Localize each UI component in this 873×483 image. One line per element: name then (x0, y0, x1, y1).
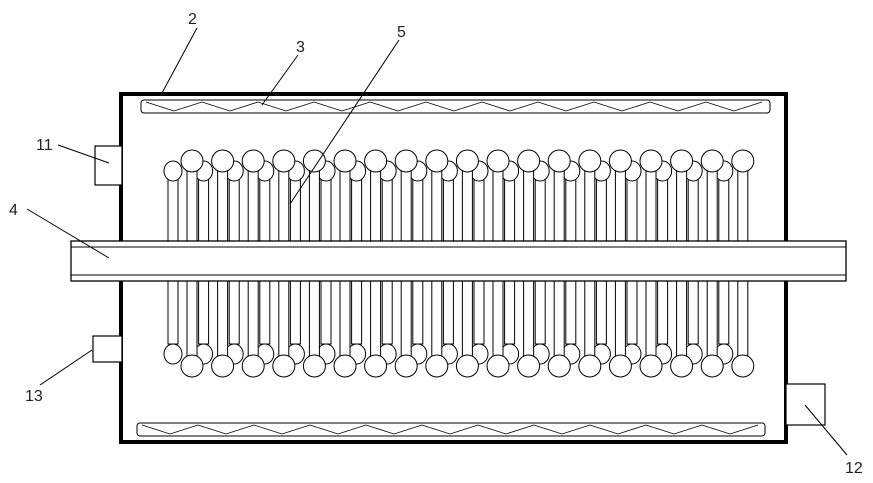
fin-lower-front-6 (333, 278, 357, 378)
fin-upper-front-5 (302, 149, 326, 244)
fin-lower-front-1 (180, 278, 204, 378)
fin-lower-front-10 (455, 278, 479, 378)
label-12: 12 (845, 460, 863, 477)
heater-strip-top (140, 99, 771, 114)
fin-upper-front-17 (670, 149, 694, 244)
fin-upper-front-6 (333, 149, 357, 244)
label-4: 4 (9, 202, 18, 219)
label-3: 3 (296, 39, 305, 56)
fin-lower-front-16 (639, 278, 663, 378)
shaft (70, 240, 847, 282)
label-11: 11 (36, 137, 53, 154)
fin-upper-front-9 (425, 149, 449, 244)
leader-12 (804, 404, 848, 456)
port-lower-left (92, 335, 123, 363)
fin-lower-front-15 (608, 278, 632, 378)
fin-upper-back-1 (163, 160, 183, 254)
label-2: 2 (188, 11, 197, 28)
fin-lower-front-17 (670, 278, 694, 378)
port-upper-left (94, 145, 123, 186)
leader-13 (39, 349, 93, 386)
fin-upper-front-12 (517, 149, 541, 244)
fin-upper-front-8 (394, 149, 418, 244)
label-13: 13 (25, 388, 43, 405)
fin-upper-front-13 (547, 149, 571, 244)
fin-lower-front-12 (517, 278, 541, 378)
fin-lower-front-8 (394, 278, 418, 378)
fin-upper-front-14 (578, 149, 602, 244)
fin-lower-front-19 (731, 278, 755, 378)
heater-strip-bottom (136, 422, 766, 437)
fin-lower-front-7 (364, 278, 388, 378)
leader-4 (26, 208, 110, 259)
label-5: 5 (397, 24, 406, 41)
leader-11 (57, 144, 110, 164)
fins-upper-row (163, 149, 755, 254)
leader-3 (261, 54, 299, 106)
fins-lower-row (163, 266, 755, 378)
leader-5 (289, 39, 400, 205)
fin-upper-front-19 (731, 149, 755, 244)
fin-upper-front-15 (608, 149, 632, 244)
port-lower-right (785, 383, 826, 426)
fin-upper-front-10 (455, 149, 479, 244)
fin-upper-front-1 (180, 149, 204, 244)
fin-upper-front-4 (272, 149, 296, 244)
fin-upper-front-11 (486, 149, 510, 244)
fin-upper-front-3 (241, 149, 265, 244)
fin-lower-front-13 (547, 278, 571, 378)
leader-lines (26, 27, 848, 456)
leader-2 (161, 27, 198, 94)
